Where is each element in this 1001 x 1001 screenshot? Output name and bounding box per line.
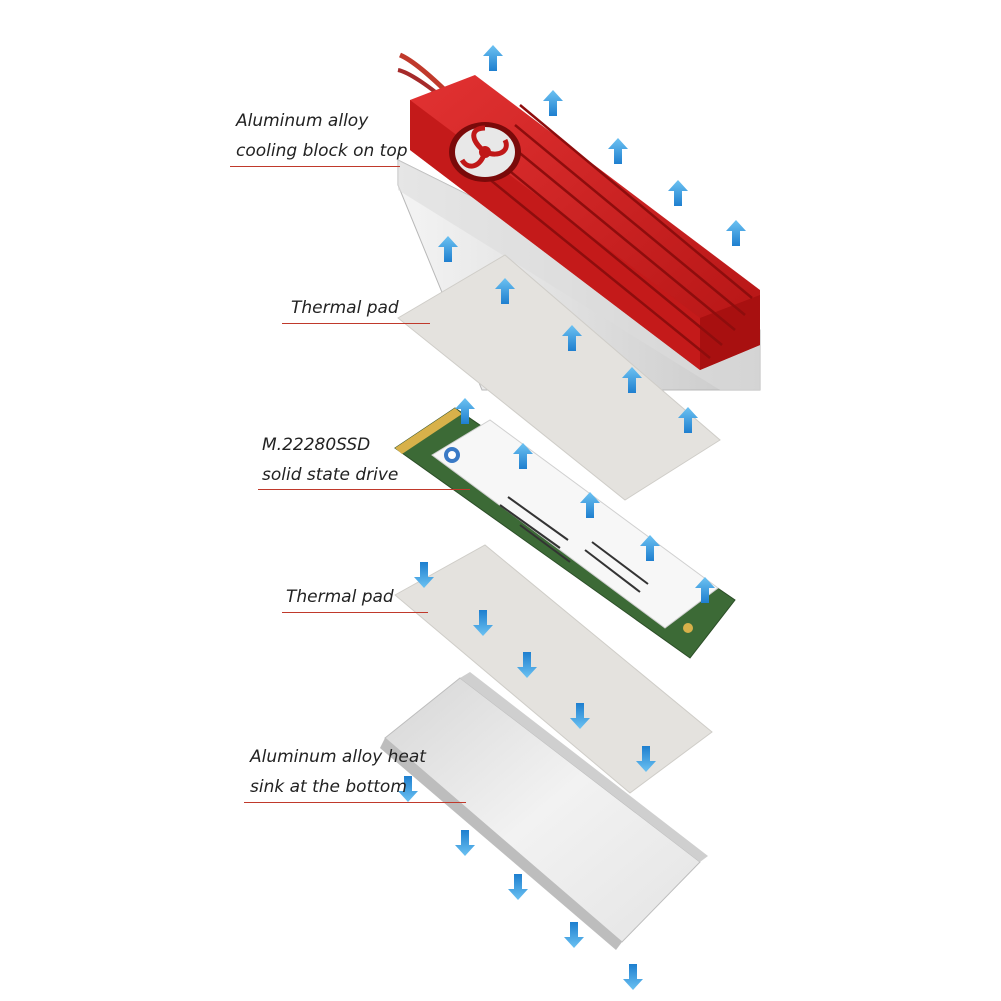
label-thermal-pad-top: Thermal pad xyxy=(291,293,399,323)
ssd-module xyxy=(394,407,736,659)
leader-line xyxy=(282,612,428,613)
label-line: sink at the bottom xyxy=(250,777,407,797)
label-line: Aluminum alloy xyxy=(236,111,369,131)
label-line: M.22280SSD xyxy=(262,435,371,455)
fan-icon xyxy=(449,122,521,182)
arrow-down-icon xyxy=(564,922,584,948)
arrow-up-icon xyxy=(608,138,628,164)
arrow-up-icon xyxy=(726,220,746,246)
label-line: Aluminum alloy heat xyxy=(250,747,426,767)
leader-line xyxy=(244,802,466,803)
label-line: Thermal pad xyxy=(286,587,394,607)
arrow-up-icon xyxy=(483,45,503,71)
arrow-up-icon xyxy=(668,180,688,206)
arrow-down-icon xyxy=(623,964,643,990)
top-cooling-block xyxy=(397,75,761,391)
label-thermal-pad-bottom: Thermal pad xyxy=(286,582,394,612)
label-ssd: M.22280SSD solid state drive xyxy=(262,430,398,490)
label-line: solid state drive xyxy=(262,465,399,485)
arrow-down-icon xyxy=(508,874,528,900)
label-line: Thermal pad xyxy=(291,298,399,318)
leader-line xyxy=(282,323,430,324)
arrow-down-icon xyxy=(455,830,475,856)
label-bottom-sink: Aluminum alloy heat sink at the bottom xyxy=(250,742,426,802)
thermal-pad-bottom xyxy=(394,544,713,794)
label-line: cooling block on top xyxy=(236,141,408,161)
label-top-block: Aluminum alloy cooling block on top xyxy=(236,106,408,166)
leader-line xyxy=(230,166,400,167)
arrow-up-icon xyxy=(543,90,563,116)
leader-line xyxy=(258,489,470,490)
thermal-pad-top xyxy=(397,254,721,501)
bottom-heat-sink xyxy=(380,672,708,950)
